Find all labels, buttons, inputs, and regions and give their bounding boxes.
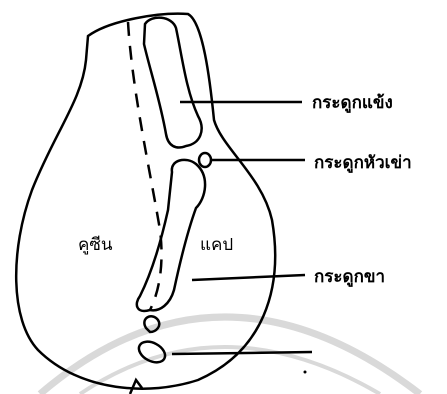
region-label-right: แคป <box>200 235 233 255</box>
femur-bone <box>137 160 205 311</box>
label-tibia: กระดูกแข้ง <box>312 93 393 114</box>
label-kneecap: กระดูกหัวเข่า <box>314 153 412 174</box>
leader-dot <box>304 371 307 374</box>
leader-line-small-bone <box>172 352 312 354</box>
leader-line-femur <box>192 275 305 280</box>
tibia-bone <box>144 18 202 148</box>
kneecap-bone <box>199 153 211 167</box>
region-label-left: คูซีน <box>78 235 113 255</box>
dividing-line <box>128 22 162 310</box>
bottom-stub <box>130 380 142 394</box>
label-femur: กระดูกขา <box>314 267 385 288</box>
